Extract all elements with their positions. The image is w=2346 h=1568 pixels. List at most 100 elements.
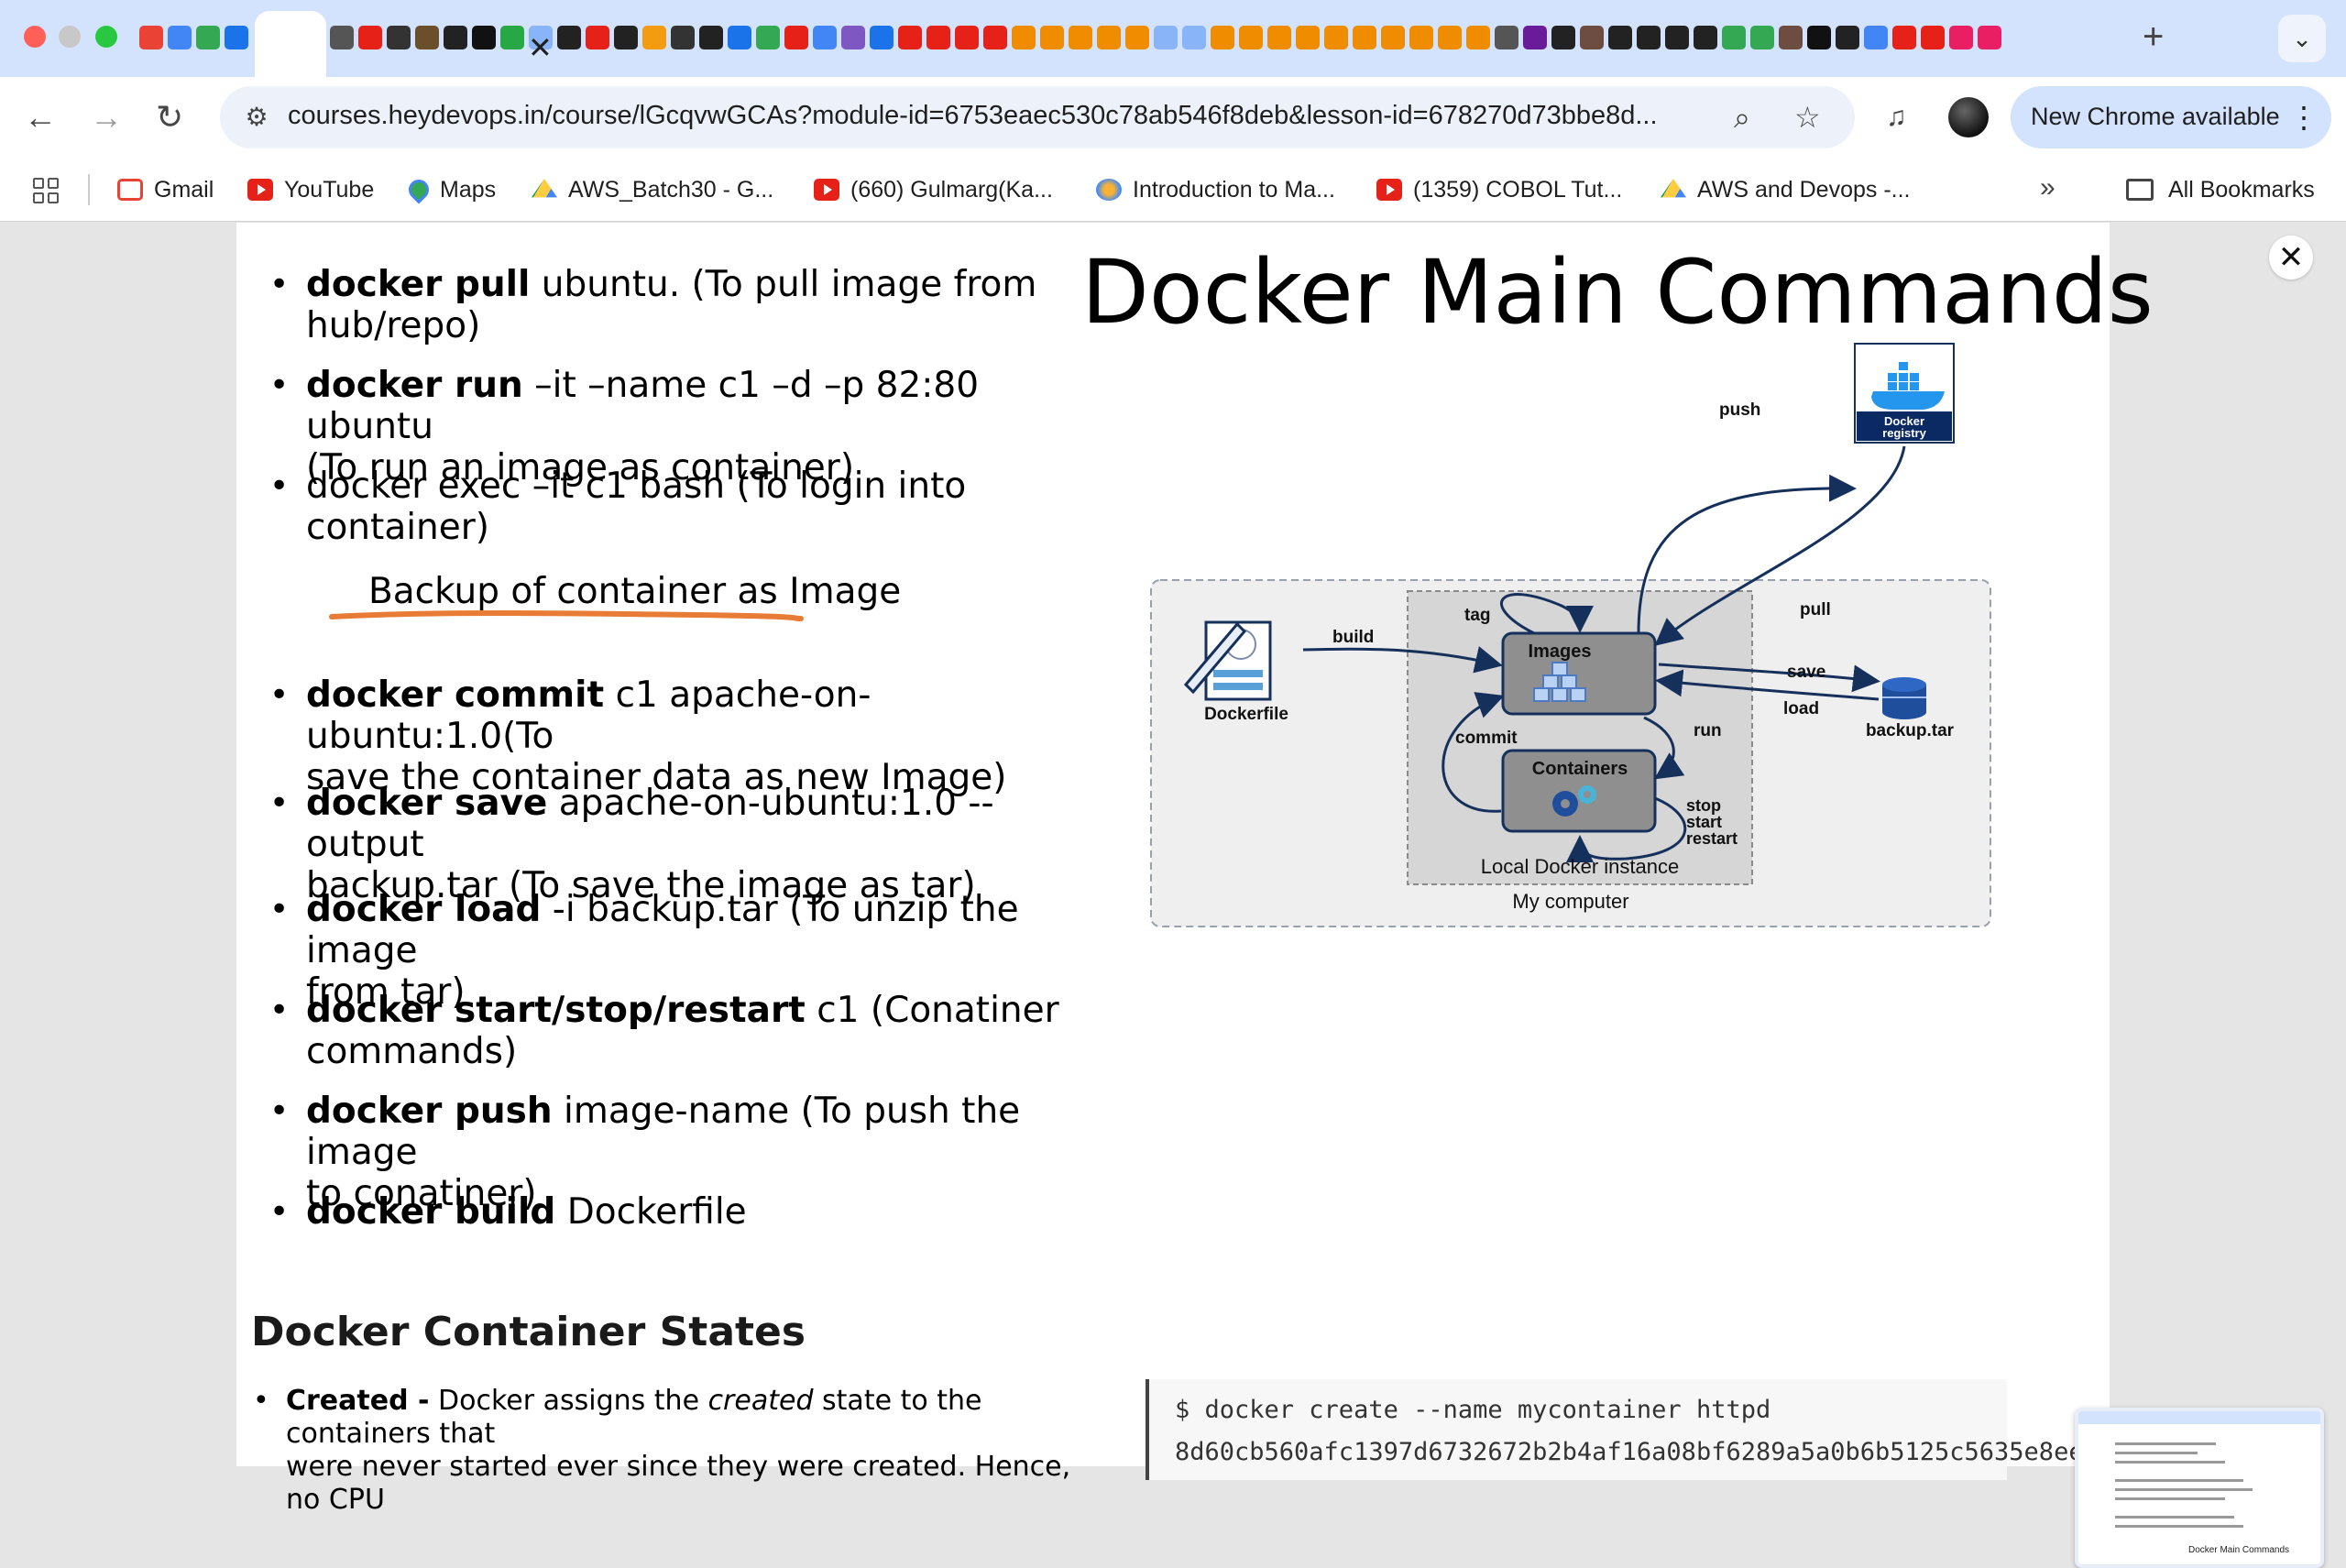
pinned-tab-favicon[interactable] xyxy=(813,26,837,49)
pinned-tab-favicon[interactable] xyxy=(898,26,922,49)
pinned-tab-favicon[interactable] xyxy=(1722,26,1746,49)
pinned-tab-favicon[interactable] xyxy=(557,26,581,49)
all-bookmarks-button[interactable]: All Bookmarks xyxy=(2126,172,2315,207)
media-icon[interactable]: ♫ xyxy=(1886,102,1907,132)
pinned-tab-favicon[interactable] xyxy=(756,26,780,49)
pinned-tab-favicon[interactable] xyxy=(1580,26,1604,49)
pinned-tab-favicon[interactable] xyxy=(1239,26,1263,49)
reload-icon[interactable]: ↻ xyxy=(156,98,184,136)
pinned-tab-favicon[interactable] xyxy=(529,26,553,49)
bookmark-intro[interactable]: Introduction to Ma... xyxy=(1096,172,1335,207)
url-text[interactable]: courses.heydevops.in/course/lGcqvwGCAs?m… xyxy=(288,101,1658,130)
bookmark-aws-devops[interactable]: AWS and Devops -... xyxy=(1661,172,1911,207)
backup-tar-label: backup.tar xyxy=(1866,721,1955,740)
bookmark-gmail[interactable]: Gmail xyxy=(117,172,214,207)
pinned-tab-favicon[interactable] xyxy=(1495,26,1518,49)
pinned-tab-favicon[interactable] xyxy=(1978,26,2001,49)
pinned-tab-favicon[interactable] xyxy=(926,26,950,49)
pinned-tab-favicon[interactable] xyxy=(415,26,439,49)
pinned-tab-favicon[interactable] xyxy=(1097,26,1121,49)
pinned-tab-favicon[interactable] xyxy=(1466,26,1490,49)
pinned-tab-favicon[interactable] xyxy=(1154,26,1178,49)
pinned-tab-favicon[interactable] xyxy=(699,26,723,49)
pinned-tab-favicon[interactable] xyxy=(1409,26,1433,49)
star-icon[interactable]: ☆ xyxy=(1794,101,1821,134)
pinned-tab-favicon[interactable] xyxy=(444,26,467,49)
images-cubes-icon xyxy=(1533,662,1586,702)
pinned-tab-favicon[interactable] xyxy=(841,26,865,49)
pinned-tab-favicon[interactable] xyxy=(955,26,979,49)
pinned-tab-favicon[interactable] xyxy=(1779,26,1803,49)
pinned-tab-favicon[interactable] xyxy=(472,26,496,49)
bookmark-aws-batch[interactable]: AWS_Batch30 - G... xyxy=(532,172,773,207)
pinned-tab-favicon[interactable] xyxy=(196,26,220,49)
pinned-tab-favicon[interactable] xyxy=(1807,26,1831,49)
pinned-tab-favicon[interactable] xyxy=(1836,26,1859,49)
site-info-icon[interactable]: ⚙ xyxy=(245,103,269,131)
new-tab-button[interactable]: + xyxy=(2143,16,2165,57)
back-icon[interactable]: ← xyxy=(24,98,57,136)
zoom-icon[interactable]: ⌕ xyxy=(1734,101,1750,134)
pinned-tab-favicon[interactable] xyxy=(1608,26,1632,49)
pinned-tab-favicon[interactable] xyxy=(1665,26,1689,49)
pinned-tab-favicon[interactable] xyxy=(728,26,751,49)
pinned-tab-favicon[interactable] xyxy=(1949,26,1973,49)
pinned-tab-favicon[interactable] xyxy=(1551,26,1575,49)
pinned-tab-favicon[interactable] xyxy=(671,26,695,49)
pinned-tab-favicon[interactable] xyxy=(139,26,163,49)
pinned-tab-favicon[interactable] xyxy=(1381,26,1405,49)
pinned-tab-favicon[interactable] xyxy=(1353,26,1376,49)
bookmark-cobol[interactable]: (1359) COBOL Tut... xyxy=(1376,172,1622,207)
pinned-tab-favicon[interactable] xyxy=(614,26,638,49)
active-tab[interactable]: ✕ xyxy=(255,11,553,77)
pinned-tab-favicon[interactable] xyxy=(1267,26,1291,49)
pinned-tab-favicon[interactable] xyxy=(1069,26,1092,49)
pinned-tab-favicon[interactable] xyxy=(1892,26,1916,49)
window-minimize-button[interactable] xyxy=(59,26,81,48)
command-item: docker exec –it c1 bash (To login intoco… xyxy=(268,466,1111,548)
pinned-tab-favicon[interactable] xyxy=(1182,26,1206,49)
address-bar[interactable]: ⚙ courses.heydevops.in/course/lGcqvwGCAs… xyxy=(220,86,1855,148)
close-tab-icon[interactable]: ✕ xyxy=(528,31,553,64)
forward-icon[interactable]: → xyxy=(90,98,123,136)
pinned-tab-favicon[interactable] xyxy=(330,26,354,49)
pinned-tab-favicon[interactable] xyxy=(1296,26,1320,49)
pinned-tab-favicon[interactable] xyxy=(642,26,666,49)
pinned-tab-favicon[interactable] xyxy=(983,26,1007,49)
pinned-tab-favicon[interactable] xyxy=(168,26,192,49)
pinned-tab-favicon[interactable] xyxy=(870,26,893,49)
pinned-tab-favicon[interactable] xyxy=(387,26,411,49)
pinned-tab-favicon[interactable] xyxy=(586,26,609,49)
pinned-tab-favicon[interactable] xyxy=(1324,26,1348,49)
pinned-tab-favicon[interactable] xyxy=(1211,26,1234,49)
pinned-tab-favicon[interactable] xyxy=(784,26,808,49)
apps-icon[interactable] xyxy=(33,178,59,203)
pinned-tab-favicon[interactable] xyxy=(225,26,248,49)
pinned-tab-favicon[interactable] xyxy=(1523,26,1547,49)
close-icon[interactable]: ✕ xyxy=(2269,236,2313,280)
pinned-tab-favicon[interactable] xyxy=(1864,26,1888,49)
pinned-tab-favicon[interactable] xyxy=(500,26,524,49)
update-chrome-button[interactable]: New Chrome available ⋮ xyxy=(2011,86,2331,148)
bookmark-maps[interactable]: Maps xyxy=(404,172,496,207)
bookmark-gulmarg[interactable]: (660) Gulmarg(Ka... xyxy=(814,172,1053,207)
pinned-tab-favicon[interactable] xyxy=(1040,26,1064,49)
backup-heading: Backup of container as Image xyxy=(368,571,902,612)
pinned-tab-favicon[interactable] xyxy=(1125,26,1149,49)
pinned-tab-favicon[interactable] xyxy=(1921,26,1945,49)
pinned-tab-favicon[interactable] xyxy=(1438,26,1462,49)
pinned-tab-favicon[interactable] xyxy=(1637,26,1661,49)
pinned-tab-favicon[interactable] xyxy=(1694,26,1717,49)
maps-icon xyxy=(404,175,433,204)
window-close-button[interactable] xyxy=(24,26,46,48)
bookmark-youtube[interactable]: YouTube xyxy=(247,172,374,207)
pinned-tab-favicon[interactable] xyxy=(1012,26,1036,49)
pinned-tab-favicon[interactable] xyxy=(1750,26,1774,49)
avatar[interactable] xyxy=(1948,97,1989,137)
window-maximize-button[interactable] xyxy=(95,26,117,48)
chevron-double-right-icon[interactable]: » xyxy=(2040,172,2055,203)
slide-thumbnail-preview[interactable]: Docker Main Commands xyxy=(2075,1408,2324,1568)
more-icon[interactable]: ⋮ xyxy=(2289,101,2319,134)
pinned-tab-favicon[interactable] xyxy=(358,26,382,49)
tab-search-button[interactable]: ⌄ xyxy=(2278,15,2326,62)
